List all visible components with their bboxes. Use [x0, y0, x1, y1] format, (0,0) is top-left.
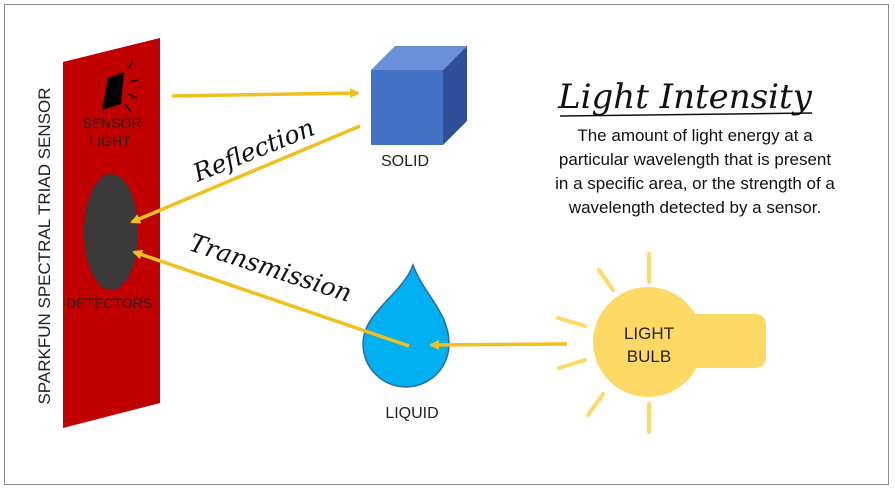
solid-label: SOLID: [381, 153, 429, 170]
sensor-light-emitter: [102, 72, 124, 110]
sensor-light-label-2: LIGHT: [89, 133, 131, 149]
reflection-arrow: [130, 124, 361, 224]
definition-title: Light Intensity: [557, 77, 813, 117]
definition-line-3: in a specific area, or the strength of a: [555, 174, 835, 193]
title-underline: [559, 112, 813, 117]
definition-line-4: wavelength detected by a sensor.: [568, 198, 821, 217]
detectors-label: DETECTORS: [66, 295, 152, 311]
sensor-light-label-1: SENSOR: [82, 115, 141, 131]
transmission-label: Transmission: [186, 228, 356, 308]
bulb-to-liquid-arrow: [429, 339, 568, 350]
emission-arrow: [171, 88, 360, 99]
solid-cube: [371, 46, 467, 145]
transmission-arrow: [132, 249, 410, 348]
definition-line-2: particular wavelength that is present: [559, 150, 831, 169]
liquid-drop: [362, 262, 450, 388]
diagram-frame: [4, 4, 889, 485]
light-bulb: [593, 287, 766, 397]
light-rays-icon: [124, 61, 139, 113]
bulb-label-2: BULB: [627, 347, 671, 366]
definition-line-1: The amount of light energy at a: [577, 126, 813, 145]
bulb-rays-icon: [556, 252, 651, 434]
bulb-label-1: LIGHT: [624, 324, 674, 343]
detectors-ellipse: [84, 174, 138, 290]
sensor-name: SPARKFUN SPECTRAL TRIAD SENSOR: [35, 87, 54, 404]
liquid-label: LIQUID: [385, 405, 438, 422]
